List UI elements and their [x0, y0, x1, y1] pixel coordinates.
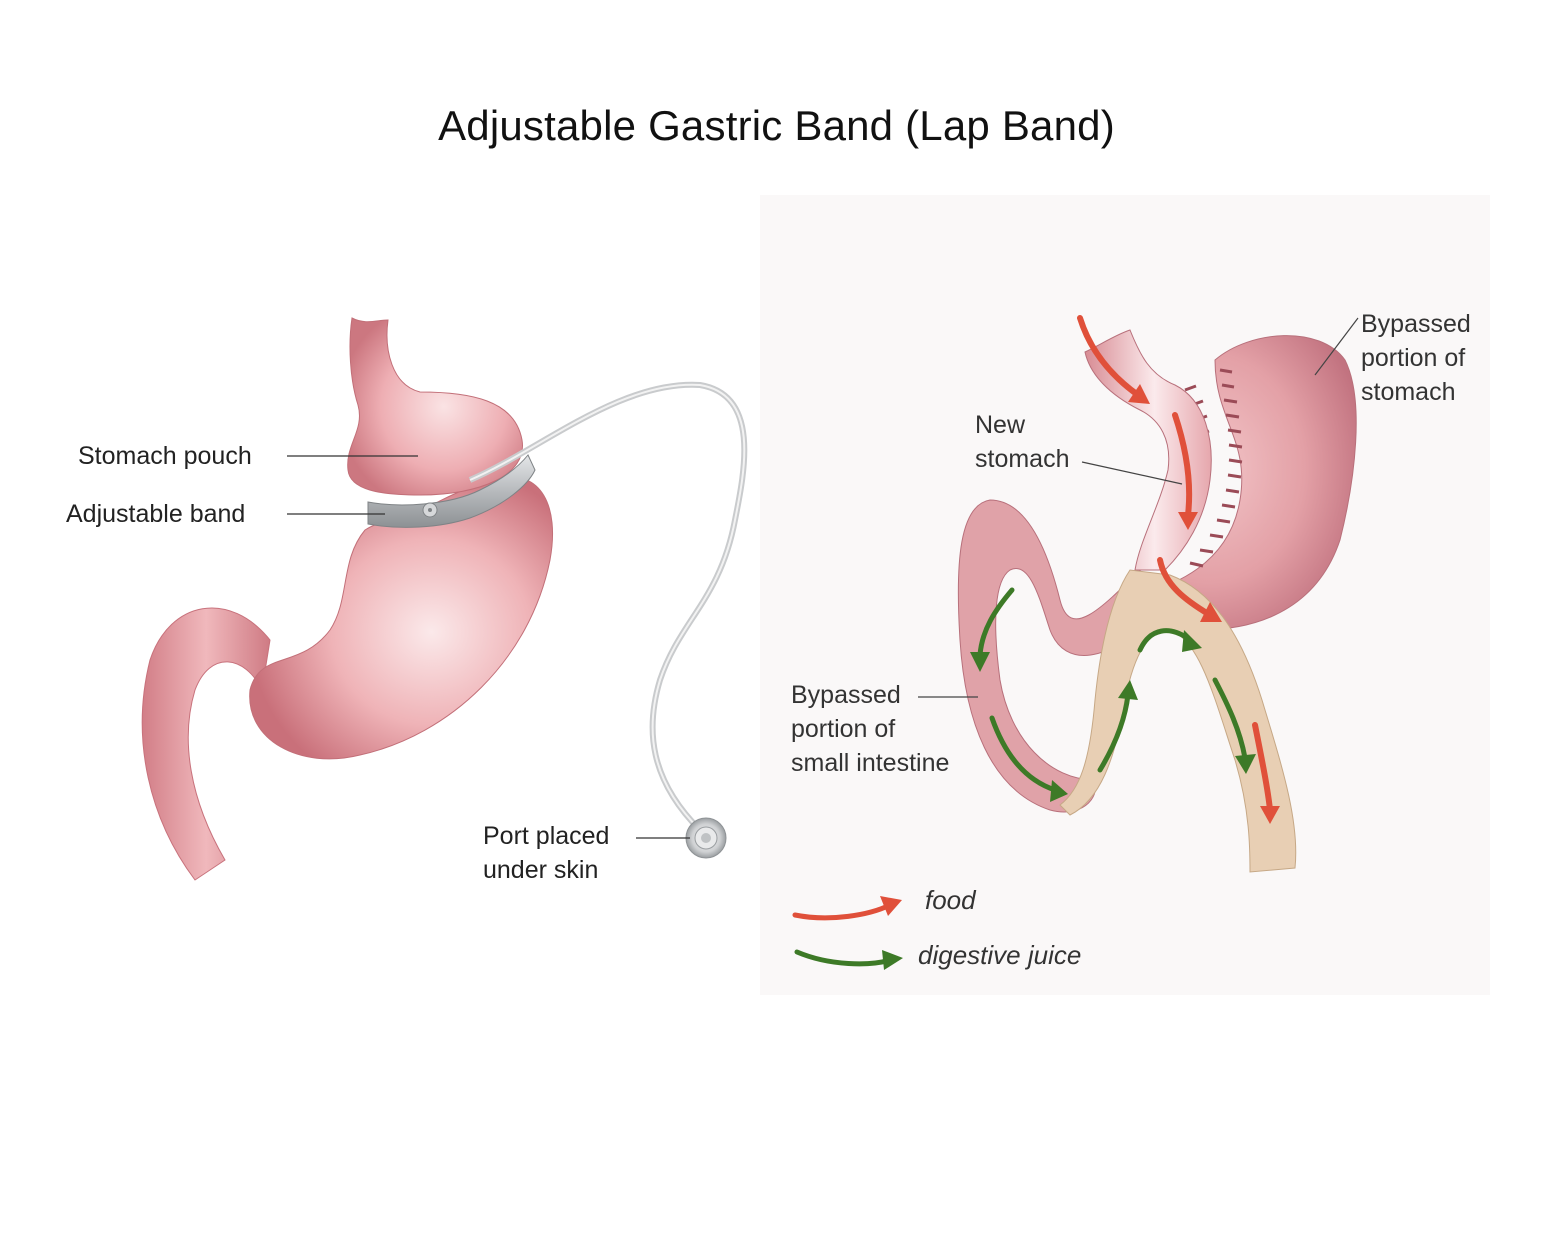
- food-arrow-heads: [1128, 384, 1280, 824]
- adjustable-band-shape: [367, 454, 536, 528]
- new-stomach-shape: [1084, 329, 1212, 571]
- label-bypassed-stomach-line1: Bypassed: [1361, 310, 1471, 338]
- label-bypassed-stomach-line2: portion of: [1361, 344, 1466, 372]
- port-device: [685, 817, 727, 859]
- label-stomach-pouch: Stomach pouch: [78, 442, 252, 470]
- label-new-stomach-line1: New: [975, 411, 1026, 439]
- leader-bypassed-stomach: [1314, 317, 1359, 376]
- juice-arrow-heads: [970, 630, 1256, 802]
- label-bypassed-stomach-line3: stomach: [1361, 378, 1456, 406]
- label-bypassed-intestine-line3: small intestine: [791, 749, 950, 777]
- label-port-line2: under skin: [483, 856, 599, 884]
- page-title: Adjustable Gastric Band (Lap Band): [438, 102, 1115, 149]
- label-new-stomach-line2: stomach: [975, 445, 1070, 473]
- leader-new-stomach: [1081, 461, 1183, 485]
- legend-food-label: food: [925, 885, 976, 915]
- lap-band-illustration: [141, 317, 748, 881]
- legend-food-arrow: [792, 896, 902, 921]
- stomach-pouch-shape: [347, 317, 523, 496]
- legend-juice-label: digestive juice: [918, 940, 1082, 970]
- label-port-line1: Port placed: [483, 822, 610, 850]
- label-bypassed-intestine-line2: portion of: [791, 715, 896, 743]
- label-adjustable-band: Adjustable band: [66, 500, 246, 528]
- legend-juice-arrow: [794, 949, 903, 970]
- label-bypassed-intestine-line1: Bypassed: [791, 681, 901, 709]
- duodenum-tube: [141, 607, 271, 881]
- food-flow-arrows: [1077, 315, 1273, 813]
- bypass-illustration: [760, 195, 1490, 995]
